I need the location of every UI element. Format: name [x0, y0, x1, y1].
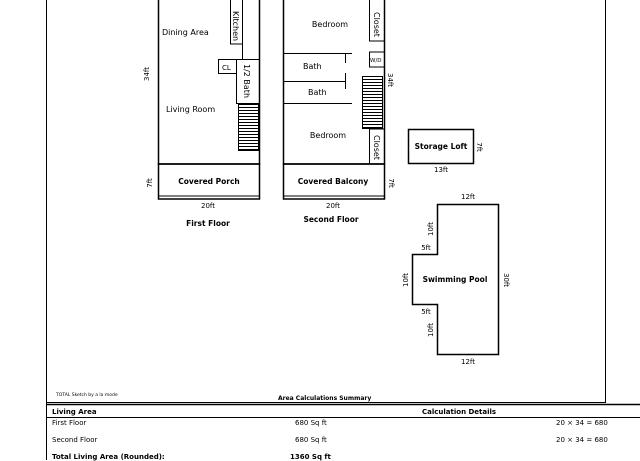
first-floor-title: First Floor [186, 219, 230, 228]
label-bedroom-top: Bedroom [312, 20, 348, 29]
second-floor-stairs [362, 76, 383, 129]
dim-pool-top: 12ft [461, 193, 475, 201]
dim-storage-loft-depth: 7ft [475, 142, 483, 152]
row-first-floor-calc: 20 × 34 = 680 [556, 419, 608, 427]
row-second-floor-area: 680 Sq ft [295, 436, 327, 444]
second-floor-title: Second Floor [303, 215, 358, 224]
summary-title: Area Calculations Summary [278, 395, 372, 402]
calculation-details-header: Calculation Details [422, 408, 497, 416]
label-closet-bottom: Closet [372, 135, 381, 160]
first-floor-stair-treads [238, 107, 259, 150]
row-first-floor-area: 680 Sq ft [295, 419, 327, 427]
dim-pool-bottom: 12ft [461, 358, 475, 366]
label-covered-porch: Covered Porch [178, 177, 240, 186]
total-living-area-value: 1360 Sq ft [290, 453, 331, 461]
dim-balcony-depth: 7ft [387, 178, 395, 188]
dim-second-floor-height: 34ft [386, 73, 394, 87]
storage-loft-outline [407, 128, 475, 165]
total-living-area-label: Total Living Area (Rounded): [52, 453, 165, 461]
label-bath-1: Bath [303, 62, 322, 71]
dim-pool-left-lower: 10ft [427, 323, 435, 337]
row-first-floor-name: First Floor [52, 419, 87, 427]
sketch-credit: TOTAL Sketch by a la mode [56, 393, 118, 398]
dim-storage-loft-width: 13ft [434, 166, 448, 174]
dim-second-floor-width: 20ft [326, 202, 340, 210]
label-half-bath: 1/2 Bath [242, 64, 251, 98]
dim-pool-step-upper: 5ft [421, 244, 431, 252]
label-closet-top: Closet [372, 12, 381, 37]
dim-pool-left-mid: 10ft [402, 273, 410, 287]
label-closet-cl: CL [222, 64, 231, 72]
second-floor-plan [282, 0, 386, 200]
row-second-floor-name: Second Floor [52, 436, 98, 444]
label-bedroom-bottom: Bedroom [310, 131, 346, 140]
kitchen-counter [230, 0, 243, 45]
label-storage-loft: Storage Loft [415, 142, 468, 151]
dim-pool-right: 30ft [502, 273, 510, 287]
swimming-pool-outline [411, 203, 500, 356]
dim-porch-depth: 7ft [146, 178, 154, 188]
label-swimming-pool: Swimming Pool [423, 275, 488, 284]
wd-closet [369, 51, 385, 68]
dim-first-floor-height: 34ft [143, 67, 151, 81]
dim-first-floor-width: 20ft [201, 202, 215, 210]
covered-porch-outline [157, 163, 261, 200]
label-living-room: Living Room [166, 105, 215, 114]
label-wd: W/D [370, 58, 382, 64]
second-floor-stair-treads [362, 79, 383, 128]
covered-balcony-outline [282, 163, 386, 200]
row-second-floor-calc: 20 × 34 = 680 [556, 436, 608, 444]
closet-top [369, 0, 385, 42]
dim-pool-left-upper: 10ft [427, 222, 435, 236]
page-border-right [605, 0, 606, 402]
label-bath-2: Bath [308, 88, 327, 97]
dim-pool-step-lower: 5ft [421, 308, 431, 316]
page-border-left [46, 0, 47, 460]
label-covered-balcony: Covered Balcony [298, 177, 369, 186]
living-area-header: Living Area [52, 408, 97, 416]
label-dining-area: Dining Area [162, 28, 209, 37]
half-bath [236, 59, 260, 104]
label-kitchen: Kitchen [231, 11, 240, 41]
first-floor-plan [157, 0, 261, 200]
first-floor-stairs [238, 104, 259, 151]
